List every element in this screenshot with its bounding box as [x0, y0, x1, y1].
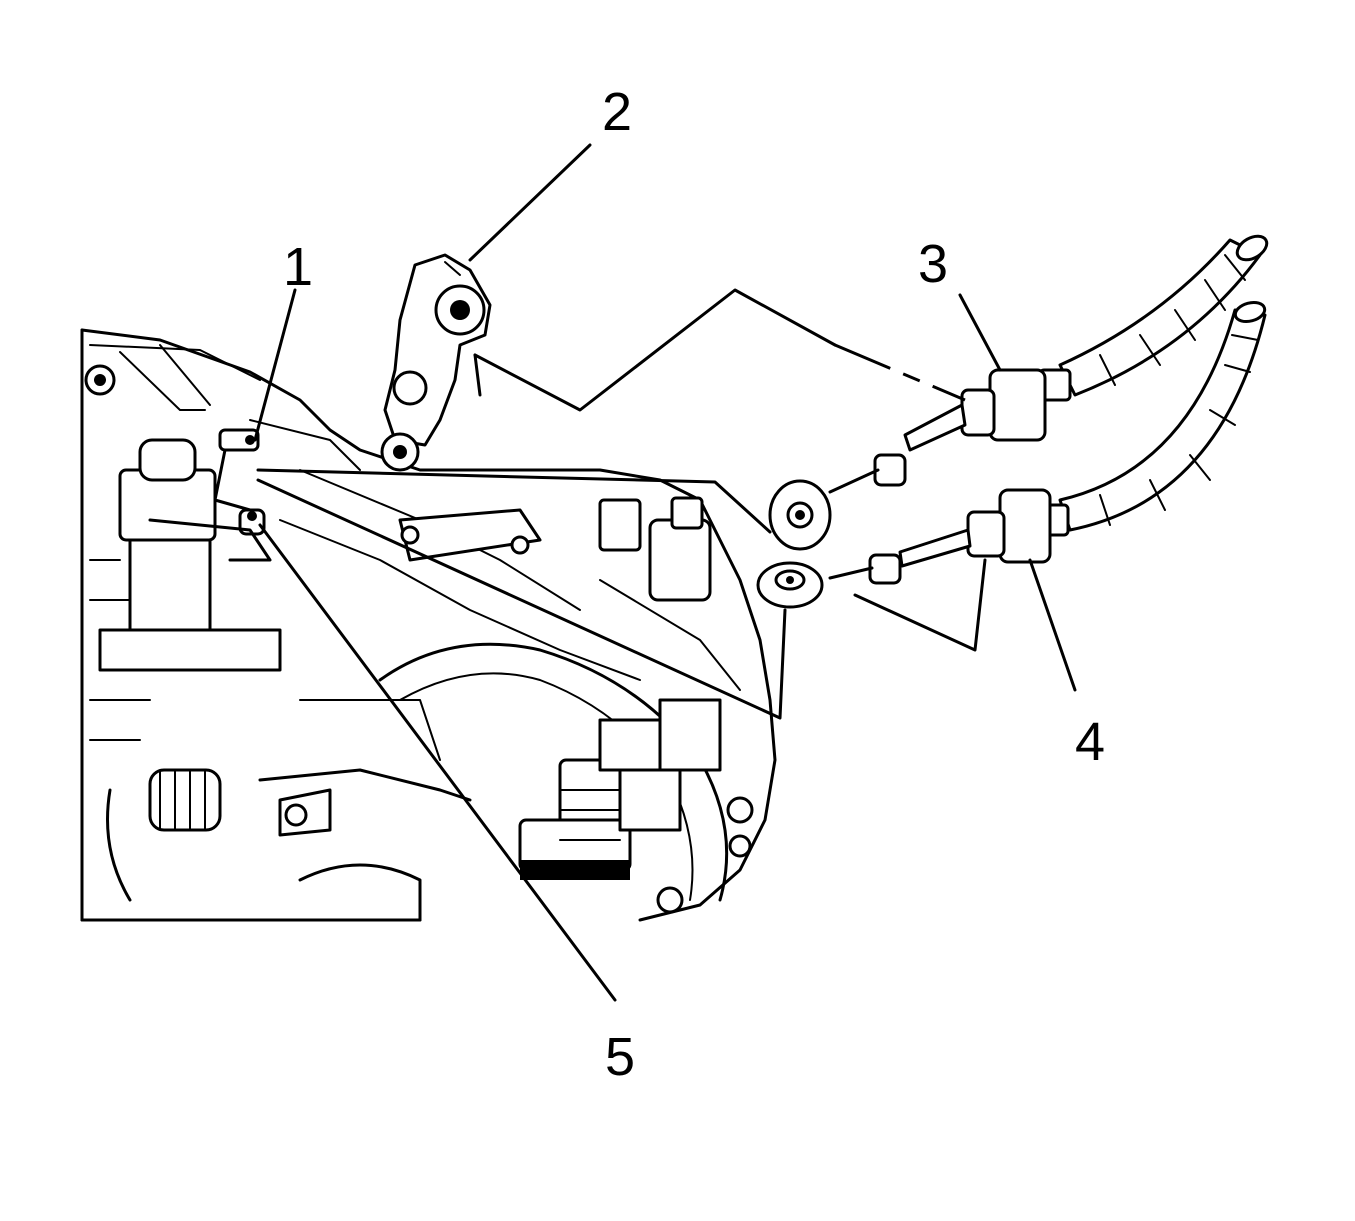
callout-1: 1	[283, 237, 313, 297]
bushing-line-lower	[256, 478, 787, 720]
leader-1	[253, 288, 297, 442]
callout-2: 2	[602, 82, 632, 142]
upper-dashed-line	[834, 343, 966, 402]
select-cable-lower	[756, 300, 1267, 609]
lower-connection-line	[853, 558, 987, 652]
leader-lines	[253, 143, 1077, 1002]
bushing-line-upper	[256, 468, 772, 534]
mid-components	[299, 496, 741, 761]
leader-3	[958, 293, 1002, 372]
shift-cable-upper	[768, 234, 1269, 551]
callout-labels: 1 2 3 4 5	[283, 82, 1105, 1087]
transmission-housing	[80, 328, 777, 922]
callout-4: 4	[1075, 712, 1105, 772]
callout-3: 3	[918, 234, 948, 294]
leader-4	[1028, 558, 1077, 692]
callout-5: 5	[605, 1027, 635, 1087]
cable-bracket	[380, 253, 492, 472]
shift-levers	[148, 428, 272, 562]
clutch-hub	[518, 698, 754, 914]
leader-5	[258, 523, 617, 1002]
leader-2	[468, 143, 592, 262]
left-side-detail	[84, 364, 472, 922]
upper-connection-line	[473, 288, 837, 412]
